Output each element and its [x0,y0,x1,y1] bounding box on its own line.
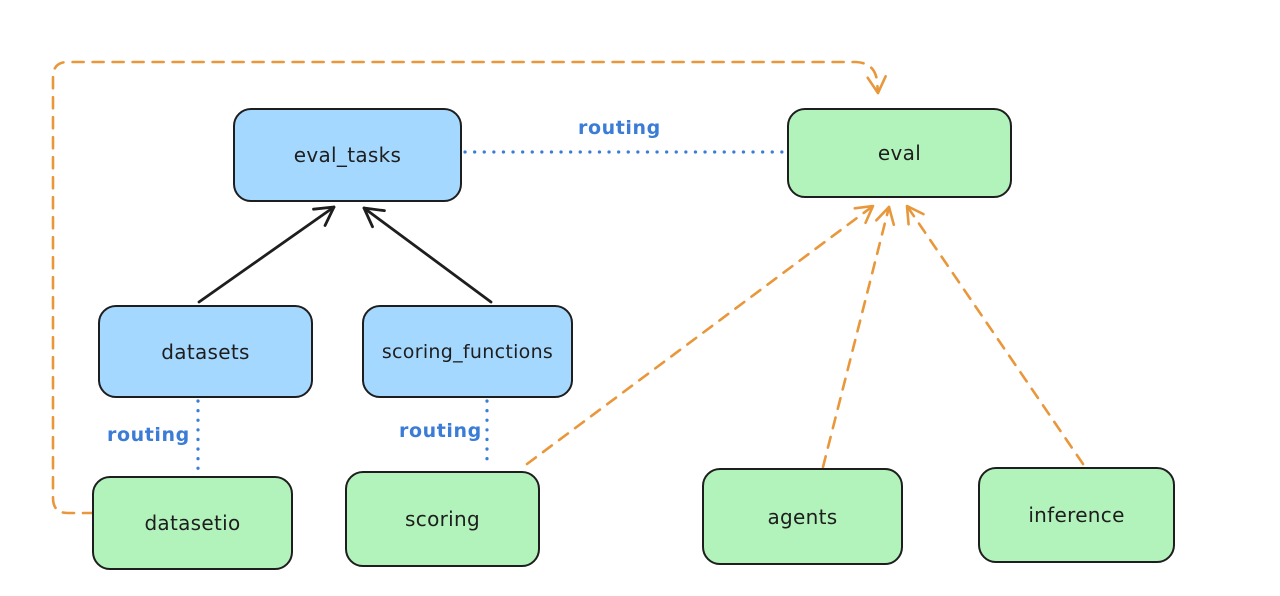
edge-scoring-functions-to-eval-tasks [362,206,493,304]
edge-datasets-to-eval-tasks [197,205,336,304]
node-scoring: scoring [345,471,540,567]
edge-inference-to-eval-dashed [905,204,1085,466]
edge-label-routing-scoring-functions-scoring: routing [399,420,482,442]
node-scoring-functions-label: scoring_functions [381,340,554,363]
node-agents-label: agents [767,504,838,529]
edge-datasetio-to-eval-dashed [51,60,887,515]
node-datasets: datasets [98,305,313,398]
node-inference-label: inference [1028,503,1125,527]
edge-agents-to-eval-dashed [821,205,896,469]
edge-label-routing-datasets-datasetio: routing [107,424,190,446]
node-datasetio-label: datasetio [144,511,241,535]
node-eval-tasks-label: eval_tasks [293,143,402,167]
node-agents: agents [702,468,903,565]
node-scoring-label: scoring [405,507,480,531]
node-eval-label: eval [877,141,922,165]
node-datasets-label: datasets [161,339,250,364]
node-inference: inference [978,467,1175,563]
node-eval: eval [787,108,1012,198]
node-datasetio: datasetio [92,476,293,570]
node-eval-tasks: eval_tasks [233,108,462,202]
edge-scoring-to-eval-dashed [525,204,875,466]
node-scoring-functions: scoring_functions [362,305,573,398]
edge-label-routing-eval-tasks-eval: routing [578,117,661,139]
